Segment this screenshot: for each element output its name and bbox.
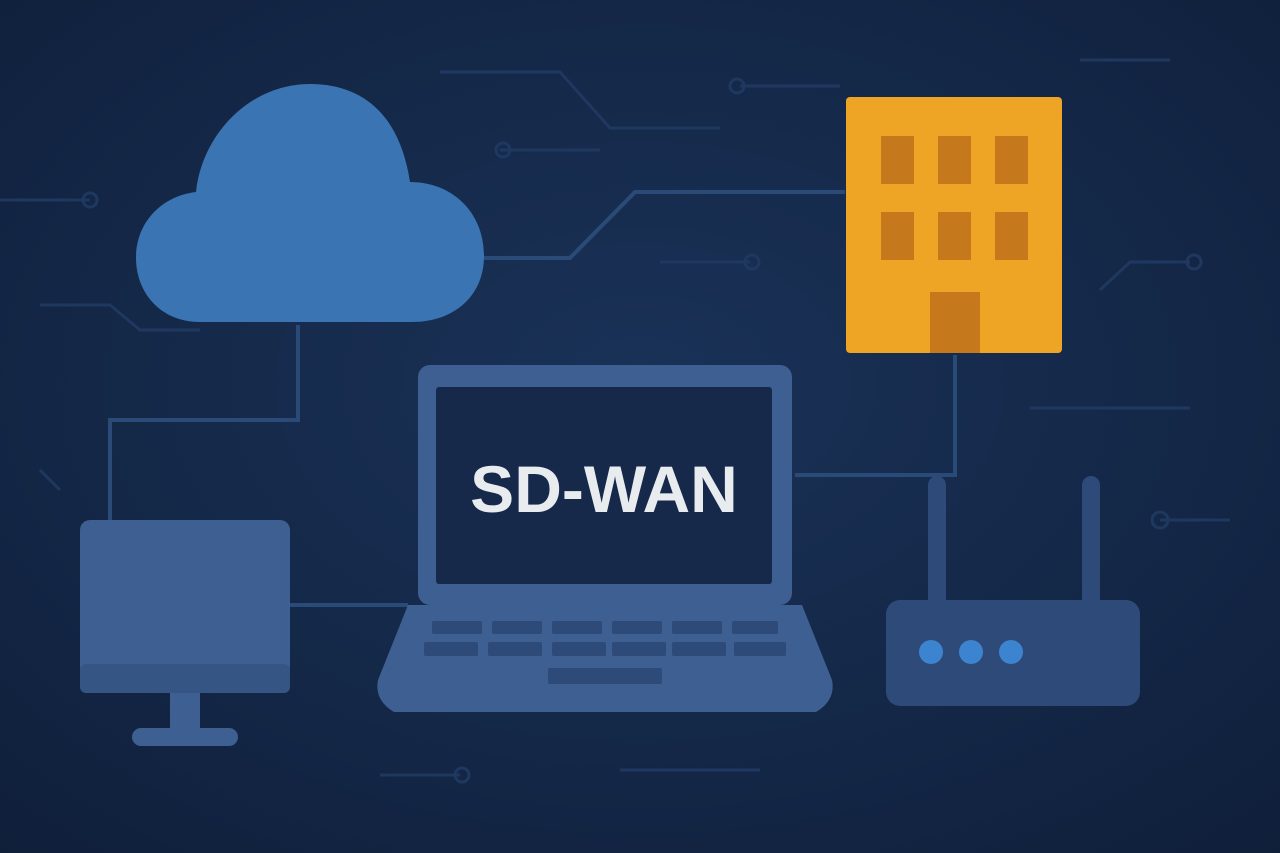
router-antenna-left (928, 476, 946, 616)
router-icon (886, 476, 1140, 706)
laptop-icon: SD-WAN (377, 365, 833, 712)
cloud-icon (136, 84, 484, 322)
laptop-screen (436, 387, 772, 584)
background-circuit-traces (0, 58, 1230, 784)
router-led (959, 640, 983, 664)
laptop-keyboard (424, 621, 786, 684)
router-antenna-right (1082, 476, 1100, 616)
laptop-screen-text: SD-WAN (470, 452, 738, 526)
connection-lines (108, 190, 957, 607)
building-windows (881, 136, 1028, 260)
router-led (999, 640, 1023, 664)
office-building-icon (846, 97, 1062, 353)
building-door (930, 292, 980, 353)
desktop-monitor-icon (80, 520, 290, 746)
router-led (919, 640, 943, 664)
